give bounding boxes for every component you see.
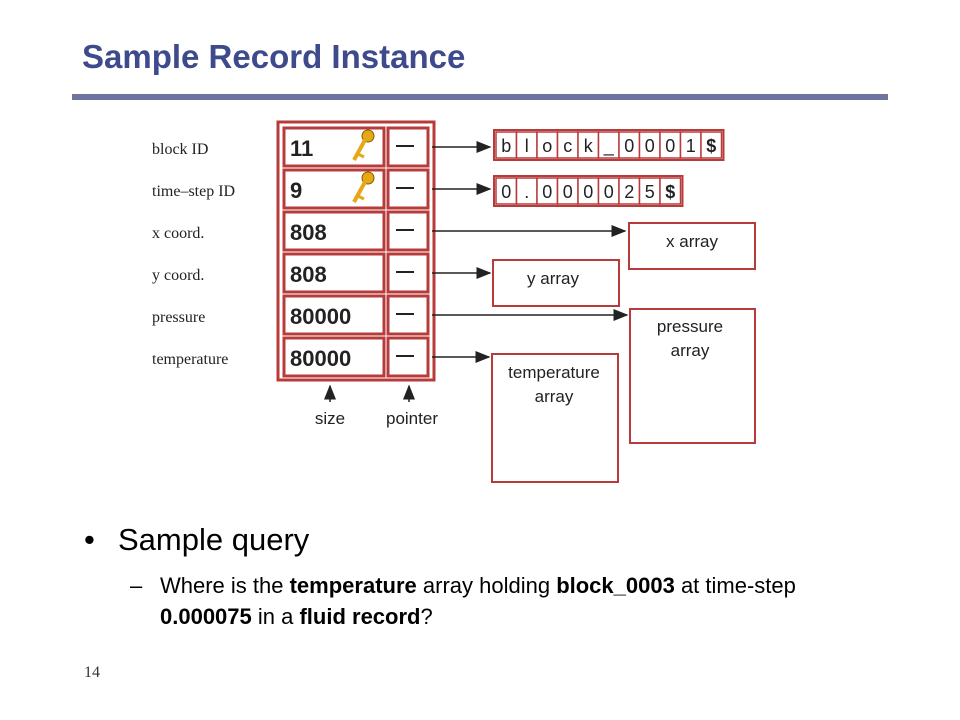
string-char: 0 xyxy=(542,182,552,202)
temperature-array-box xyxy=(491,353,619,483)
string-char: $ xyxy=(665,182,675,202)
string-char: k xyxy=(584,136,594,156)
field-label: temperature xyxy=(152,351,228,368)
sub-text-part: at time-step xyxy=(674,573,796,598)
field-label: x coord. xyxy=(152,225,204,242)
size-value: 80000 xyxy=(290,346,351,371)
pressure-array-label: array xyxy=(671,341,710,360)
key-tooth xyxy=(357,194,365,201)
key-icon xyxy=(352,129,375,161)
string-cell xyxy=(700,131,723,159)
field-label: time–step ID xyxy=(152,183,235,200)
key-tooth xyxy=(357,152,365,159)
size-value: 808 xyxy=(290,262,327,287)
y-array-box xyxy=(492,259,620,307)
size-cell xyxy=(282,210,386,252)
bullet-item: • Sample query xyxy=(84,522,309,558)
sub-text-part: ? xyxy=(420,604,433,629)
string-char: c xyxy=(563,136,572,156)
key-shaft xyxy=(352,139,367,161)
string-char: 0 xyxy=(563,182,573,202)
key-shaft xyxy=(352,181,367,203)
string-char: 0 xyxy=(604,182,614,202)
x-array-label: x array xyxy=(666,232,718,251)
string-char: l xyxy=(525,136,529,156)
sub-bullet-dash: – xyxy=(130,573,143,598)
string-char: 0 xyxy=(583,182,593,202)
string-char: $ xyxy=(706,136,716,156)
sub-bullet-text: Where is the temperature array holding b… xyxy=(160,570,850,632)
sub-text-part: block_0003 xyxy=(556,573,675,598)
string-cell xyxy=(659,177,682,205)
sub-text-part: temperature xyxy=(289,573,417,598)
sub-text-part: in a xyxy=(251,604,300,629)
pointer-cell xyxy=(386,168,430,210)
slide-title: Sample Record Instance xyxy=(82,38,466,75)
string-char: 5 xyxy=(645,182,655,202)
string-char: 2 xyxy=(624,182,634,202)
x-array-box xyxy=(628,222,756,270)
pressure-array-box xyxy=(629,308,756,444)
field-label: y coord. xyxy=(152,267,204,284)
pointer-cell xyxy=(386,252,430,294)
pressure-array-label: pressure xyxy=(657,317,723,336)
sub-bullet: – Where is the temperature array holding… xyxy=(130,570,850,632)
size-cell xyxy=(282,252,386,294)
temperature-array-label: temperature xyxy=(508,363,600,382)
size-value: 9 xyxy=(290,178,302,203)
size-value: 11 xyxy=(290,136,313,161)
size-cell xyxy=(282,294,386,336)
string-char: 0 xyxy=(624,136,634,156)
key-head xyxy=(361,171,375,185)
record-frame xyxy=(276,120,436,382)
key-icon xyxy=(352,171,375,203)
size-value: 80000 xyxy=(290,304,351,329)
string-char: 0 xyxy=(501,182,511,202)
string-char: _ xyxy=(603,136,615,157)
sub-text-part: Where is the xyxy=(160,573,290,598)
sub-text-part: array holding xyxy=(416,573,557,598)
bullet-dot: • xyxy=(84,522,95,557)
field-label: block ID xyxy=(152,141,208,158)
sub-text-part: 0.000075 xyxy=(160,604,252,629)
string-char: b xyxy=(501,136,511,156)
size-cell xyxy=(282,336,386,378)
sub-text-part: fluid record xyxy=(299,604,421,629)
pointer-column-label: pointer xyxy=(386,409,438,428)
string-char: o xyxy=(542,136,552,156)
title-rule xyxy=(72,94,888,100)
key-head xyxy=(361,129,375,143)
size-column-label: size xyxy=(315,409,345,428)
string-char: 0 xyxy=(645,136,655,156)
page-number: 14 xyxy=(84,664,100,681)
bullet-text: Sample query xyxy=(118,522,310,557)
field-label: pressure xyxy=(152,309,205,326)
y-array-label: y array xyxy=(527,269,579,288)
string-char: 1 xyxy=(686,136,696,156)
temperature-array-label: array xyxy=(535,387,574,406)
string-char: . xyxy=(524,182,529,202)
string-char: 0 xyxy=(665,136,675,156)
size-value: 808 xyxy=(290,220,327,245)
